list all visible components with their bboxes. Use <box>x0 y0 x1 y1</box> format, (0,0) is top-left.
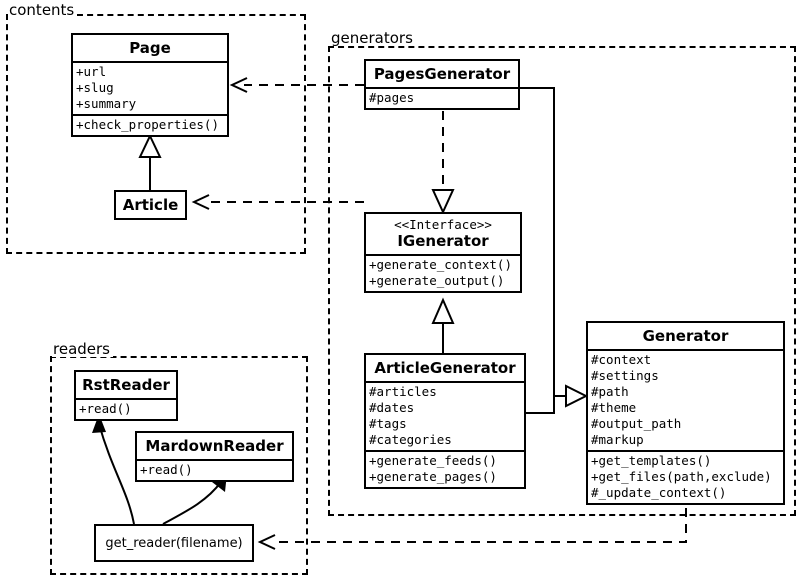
package-readers-label: readers <box>52 341 113 357</box>
method-generate-context: +generate_context() <box>369 257 512 272</box>
class-article-title: Article <box>122 196 179 214</box>
attribute-slug: +slug <box>76 80 114 95</box>
method-mardown-read: +read() <box>140 462 193 477</box>
class-mardown-reader-title: MardownReader <box>145 437 284 455</box>
attribute-path: #path <box>591 384 629 399</box>
attribute-url: +url <box>76 64 107 79</box>
package-generators-label: generators <box>330 30 416 46</box>
method-update-context: #_update_context() <box>591 485 727 500</box>
package-contents-label: contents <box>8 2 78 18</box>
method-generate-output: +generate_output() <box>369 273 505 288</box>
class-page-methods: +check_properties() <box>73 114 227 135</box>
class-generator-methods: +get_templates() +get_files(path,exclude… <box>588 450 783 503</box>
class-article-generator-attributes: #articles #dates #tags #categories <box>366 381 524 450</box>
attribute-output-path: #output_path <box>591 416 682 431</box>
class-article[interactable]: Article <box>114 190 187 220</box>
attribute-markup: #markup <box>591 432 644 447</box>
class-generator[interactable]: Generator #context #settings #path #them… <box>586 321 785 505</box>
class-page-title: Page <box>129 39 171 57</box>
class-pages-generator[interactable]: PagesGenerator #pages <box>364 59 520 110</box>
class-igenerator-header: <<Interface>> IGenerator <box>366 214 520 254</box>
attribute-context: #context <box>591 352 652 367</box>
method-get-files: +get_files(path,exclude) <box>591 469 772 484</box>
method-rst-read: +read() <box>79 401 132 416</box>
class-igenerator-methods: +generate_context() +generate_output() <box>366 254 520 291</box>
attribute-dates: #dates <box>369 400 415 415</box>
function-get-reader[interactable]: get_reader(filename) <box>94 524 254 562</box>
class-rst-reader-methods: +read() <box>76 398 176 419</box>
method-generate-pages: +generate_pages() <box>369 469 497 484</box>
class-article-generator-methods: +generate_feeds() +generate_pages() <box>366 450 524 487</box>
class-article-generator-title: ArticleGenerator <box>374 359 516 377</box>
attribute-articles: #articles <box>369 384 437 399</box>
class-pages-generator-attributes: #pages <box>366 87 518 108</box>
class-generator-attributes: #context #settings #path #theme #output_… <box>588 349 783 450</box>
attribute-theme: #theme <box>591 400 637 415</box>
class-igenerator-title: IGenerator <box>397 232 489 250</box>
attribute-categories: #categories <box>369 432 452 447</box>
attribute-settings: #settings <box>591 368 659 383</box>
class-igenerator[interactable]: <<Interface>> IGenerator +generate_conte… <box>364 212 522 293</box>
method-generate-feeds: +generate_feeds() <box>369 453 497 468</box>
package-readers <box>50 356 308 575</box>
class-rst-reader[interactable]: RstReader +read() <box>74 370 178 421</box>
class-igenerator-stereotype: <<Interface>> <box>394 217 492 232</box>
method-check-properties: +check_properties() <box>76 117 219 132</box>
class-rst-reader-title: RstReader <box>82 376 170 394</box>
method-get-templates: +get_templates() <box>591 453 712 468</box>
attribute-tags: #tags <box>369 416 407 431</box>
class-page-attributes: +url +slug +summary <box>73 61 227 114</box>
class-page[interactable]: Page +url +slug +summary +check_properti… <box>71 33 229 137</box>
package-contents <box>6 14 306 254</box>
class-mardown-reader[interactable]: MardownReader +read() <box>135 431 294 482</box>
class-generator-title: Generator <box>642 327 729 345</box>
attribute-pages: #pages <box>369 90 415 105</box>
class-mardown-reader-methods: +read() <box>137 459 292 480</box>
attribute-summary: +summary <box>76 96 137 111</box>
class-pages-generator-title: PagesGenerator <box>373 65 511 83</box>
class-article-generator[interactable]: ArticleGenerator #articles #dates #tags … <box>364 353 526 489</box>
function-get-reader-label: get_reader(filename) <box>105 535 243 551</box>
